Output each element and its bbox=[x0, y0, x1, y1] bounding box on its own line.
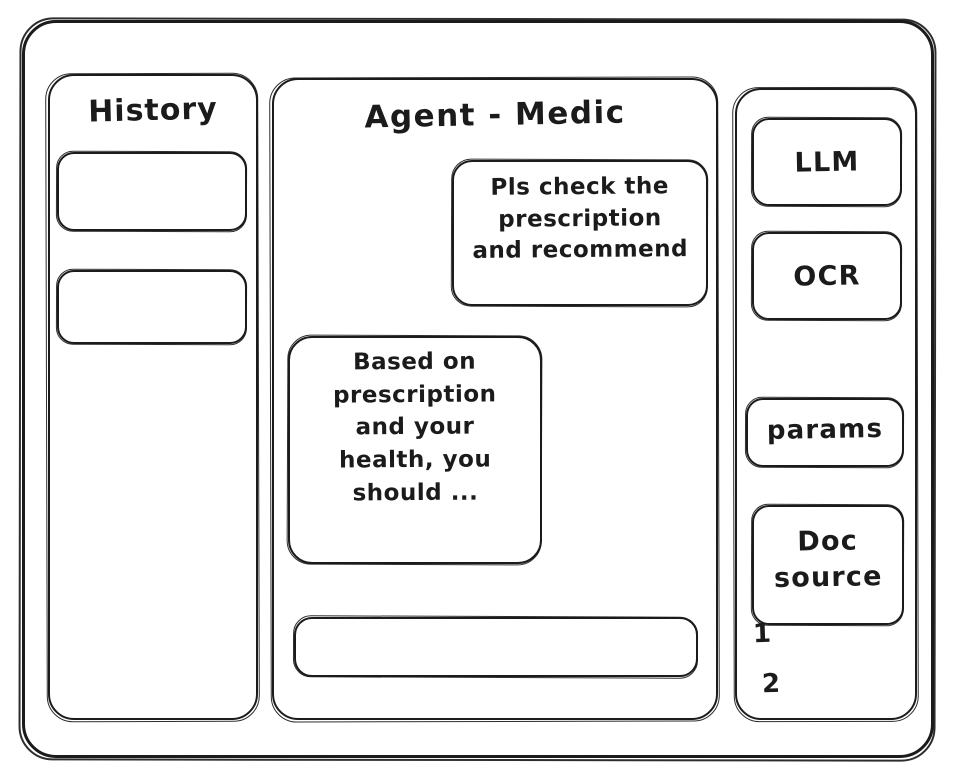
history-item-1[interactable] bbox=[57, 152, 247, 231]
tool-card-doc-source[interactable] bbox=[752, 505, 904, 625]
app-window-frame bbox=[22, 20, 934, 758]
tool-card-params[interactable] bbox=[746, 398, 904, 467]
history-panel-title: History bbox=[87, 91, 219, 130]
history-panel bbox=[48, 74, 258, 720]
doc-source-list-item-2[interactable]: 2 bbox=[761, 668, 782, 700]
user-message-text: Pls check the prescription and recommend bbox=[472, 173, 689, 265]
tools-panel bbox=[735, 88, 917, 720]
message-input[interactable] bbox=[294, 617, 698, 677]
tool-card-ocr[interactable] bbox=[752, 232, 902, 320]
assistant-message-text: Based on prescription and your health, y… bbox=[332, 348, 497, 507]
user-message-bubble bbox=[452, 160, 708, 306]
doc-source-list-item-1[interactable]: 1 bbox=[752, 618, 773, 650]
tool-card-llm[interactable] bbox=[752, 118, 902, 206]
agent-chat-panel bbox=[272, 78, 718, 720]
tool-card-params-label: params bbox=[766, 413, 884, 447]
history-item-2[interactable] bbox=[57, 270, 247, 344]
tool-card-doc-source-label: Doc source bbox=[773, 525, 883, 595]
tool-card-ocr-label: OCR bbox=[793, 260, 861, 293]
assistant-message-bubble bbox=[288, 336, 542, 564]
tool-card-llm-label: LLM bbox=[794, 146, 860, 179]
